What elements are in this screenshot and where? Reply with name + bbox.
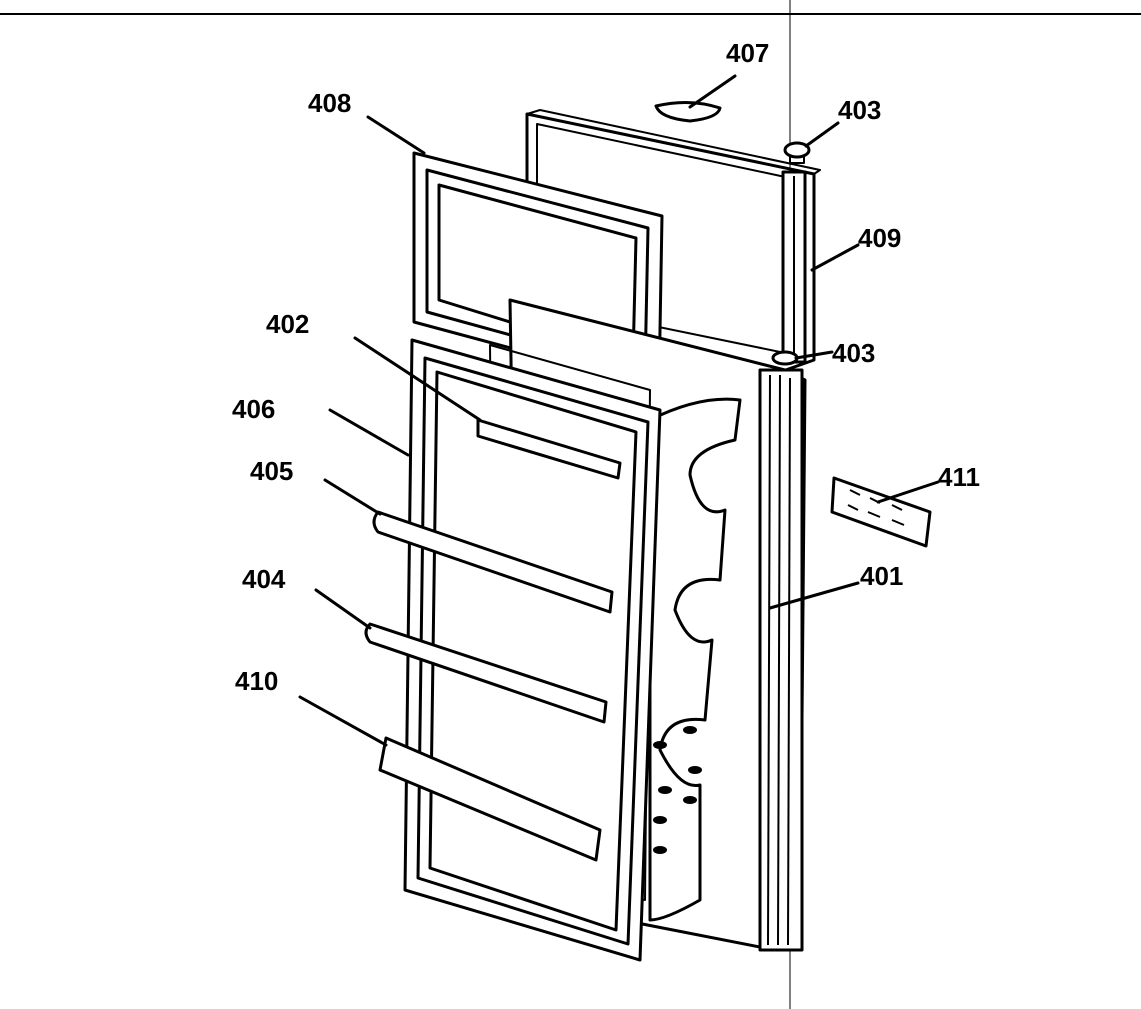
part-403-lower-screw — [771, 350, 799, 366]
label-402: 402 — [266, 309, 309, 339]
label-404: 404 — [242, 564, 286, 594]
label-403-lower: 403 — [832, 338, 875, 368]
part-402-upper-bar — [476, 418, 622, 480]
part-411-panel — [830, 476, 932, 548]
leader-402 — [353, 336, 482, 422]
leader-407 — [688, 74, 737, 109]
label-408: 408 — [308, 88, 351, 118]
leader-404 — [314, 588, 372, 630]
label-407: 407 — [726, 38, 769, 68]
leader-403-top — [804, 121, 840, 148]
label-410: 410 — [235, 666, 278, 696]
leader-401 — [768, 581, 860, 610]
label-406: 406 — [232, 394, 275, 424]
part-407-cap — [654, 100, 722, 123]
label-403-top: 403 — [838, 95, 881, 125]
leader-410 — [298, 695, 388, 747]
part-403-top-screw — [783, 141, 811, 164]
part-405-shelf-bar — [372, 510, 614, 614]
label-405: 405 — [250, 456, 293, 486]
leader-405 — [323, 478, 382, 516]
leader-403-lower — [794, 350, 834, 360]
part-410-bottom-trim — [378, 736, 602, 862]
leader-411 — [876, 480, 940, 504]
label-401: 401 — [860, 561, 903, 591]
leader-406 — [328, 408, 410, 457]
leader-409 — [810, 243, 860, 272]
label-411: 411 — [938, 462, 980, 492]
leader-408 — [366, 115, 426, 155]
label-409: 409 — [858, 223, 901, 253]
